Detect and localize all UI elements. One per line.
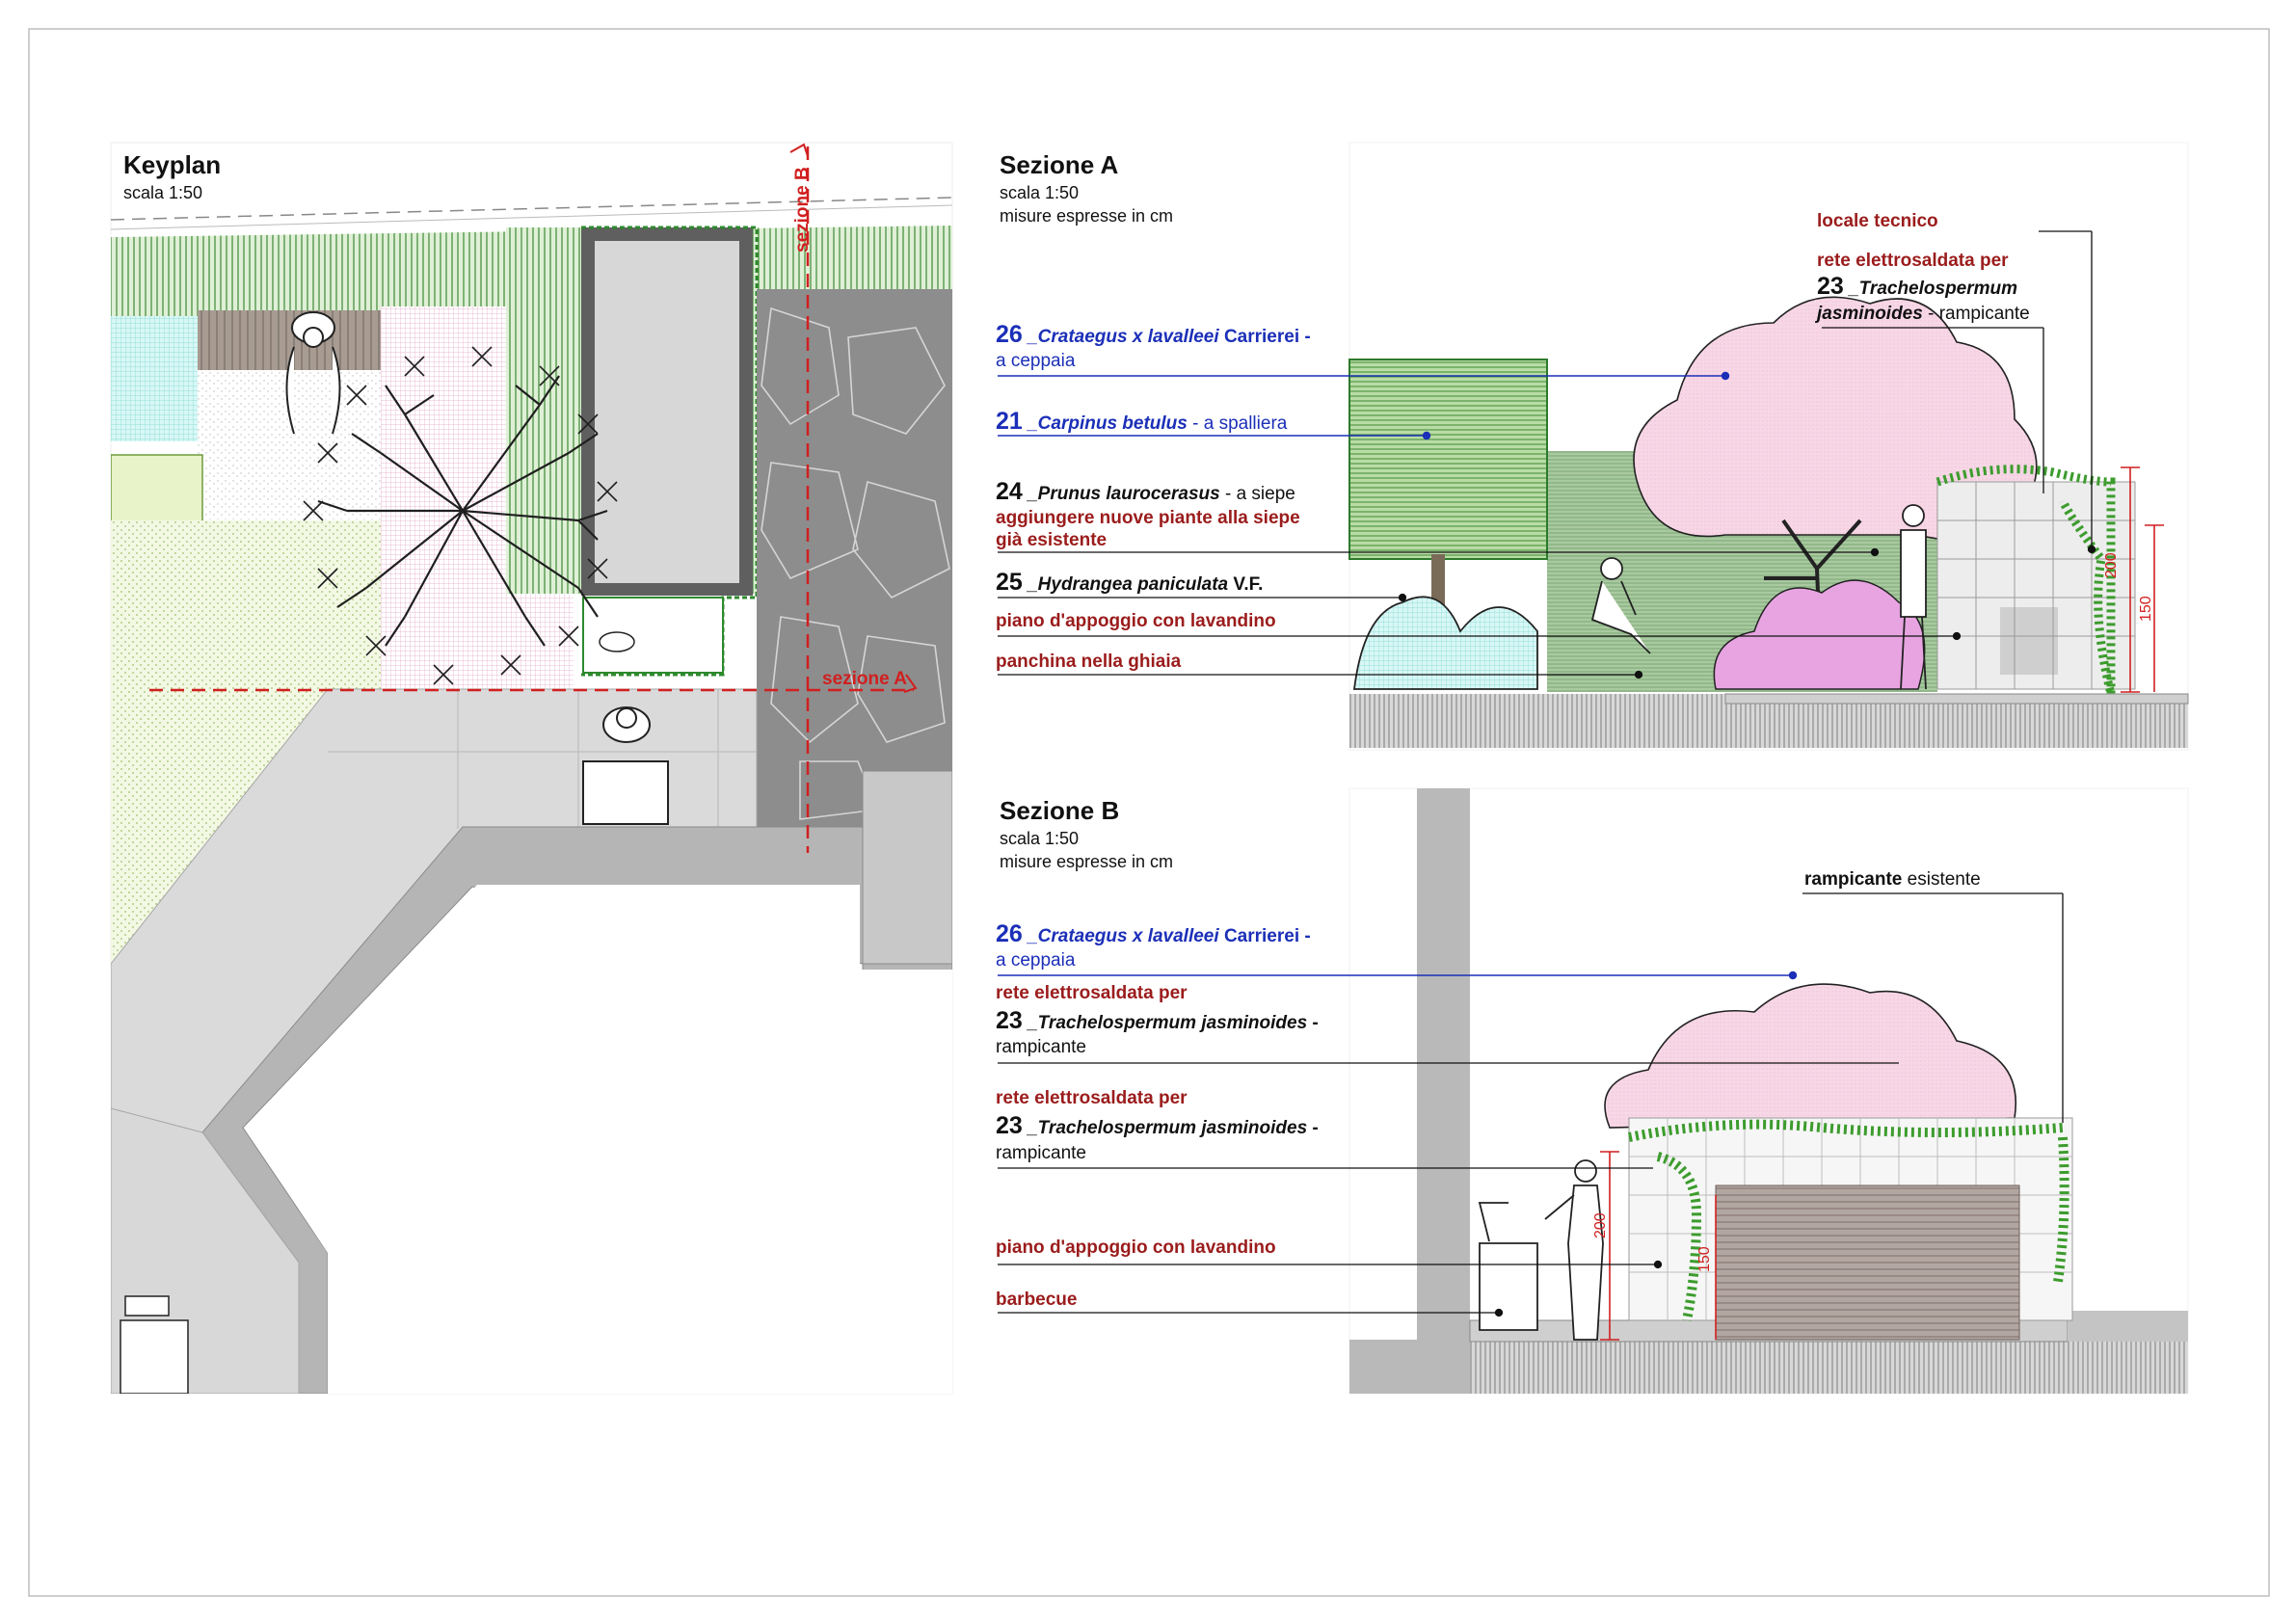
section-b-label-26: 26 _Crataegus x lavalleei Carrierei - [996,920,1311,947]
section-b-label-piano: piano d'appoggio con lavandino [996,1237,1276,1258]
section-b-label-rete-2: rete elettrosaldata per [996,1088,1188,1108]
section-b-label-rampicante-esistente: rampicante esistente [1804,869,1981,890]
section-a-units: misure espresse in cm [1000,206,1174,226]
section-b-label-26-line2: a ceppaia [996,950,1076,971]
section-a-label-23: 23 _Trachelospermum [1817,273,2018,300]
sheet-border [28,28,2270,1597]
keyplan-section-b-label: sezione B [792,167,813,253]
section-a-label-locale-tecnico: locale tecnico [1817,211,1938,231]
section-a-title: Sezione A [1000,150,1119,179]
section-b-label-rete-1: rete elettrosaldata per [996,983,1188,1003]
section-b-drawing [998,787,2189,1395]
section-a-dim-200: 200 [2103,552,2120,578]
section-a-label-panchina: panchina nella ghiaia [996,652,1182,672]
section-b-label-23a-line2: rampicante [996,1037,1086,1057]
keyplan-drawing [110,142,953,1395]
section-a-label-24-note2: già esistente [996,530,1108,550]
section-a-label-24-note1: aggiungere nuove piante alla siepe [996,508,1300,528]
section-a-scale: scala 1:50 [1000,183,1080,202]
section-b-title: Sezione B [1000,796,1120,825]
section-b-units: misure espresse in cm [1000,852,1174,871]
section-b-label-23a: 23 _Trachelospermum jasminoides - [996,1007,1319,1034]
section-a-label-26-line2: a ceppaia [996,351,1076,371]
section-b-label-23b: 23 _Trachelospermum jasminoides - [996,1112,1319,1139]
keyplan-title: Keyplan [123,150,222,179]
section-a-label-23-line2: jasminoides - rampicante [1817,304,2030,324]
section-a-dim-150: 150 [2138,596,2154,622]
section-a-label-25: 25 _Hydrangea paniculata V.F. [996,569,1264,596]
section-b-scale: scala 1:50 [1000,829,1080,848]
section-a-label-26: 26 _Crataegus x lavalleei Carrierei - [996,321,1311,348]
section-a-label-rete: rete elettrosaldata per [1817,251,2009,271]
section-a-drawing [998,142,2189,751]
section-b-dim-150: 150 [1696,1246,1713,1272]
section-a-label-21: 21 _Carpinus betulus - a spalliera [996,408,1288,435]
section-b-label-23b-line2: rampicante [996,1143,1086,1163]
keyplan-section-a-label: sezione A [822,669,907,689]
section-a-label-24: 24 _Prunus laurocerasus - a siepe [996,478,1295,505]
section-b-label-barbecue: barbecue [996,1290,1078,1310]
section-a-label-piano: piano d'appoggio con lavandino [996,611,1276,631]
keyplan-scale: scala 1:50 [123,183,203,202]
section-b-dim-200: 200 [1592,1212,1609,1238]
